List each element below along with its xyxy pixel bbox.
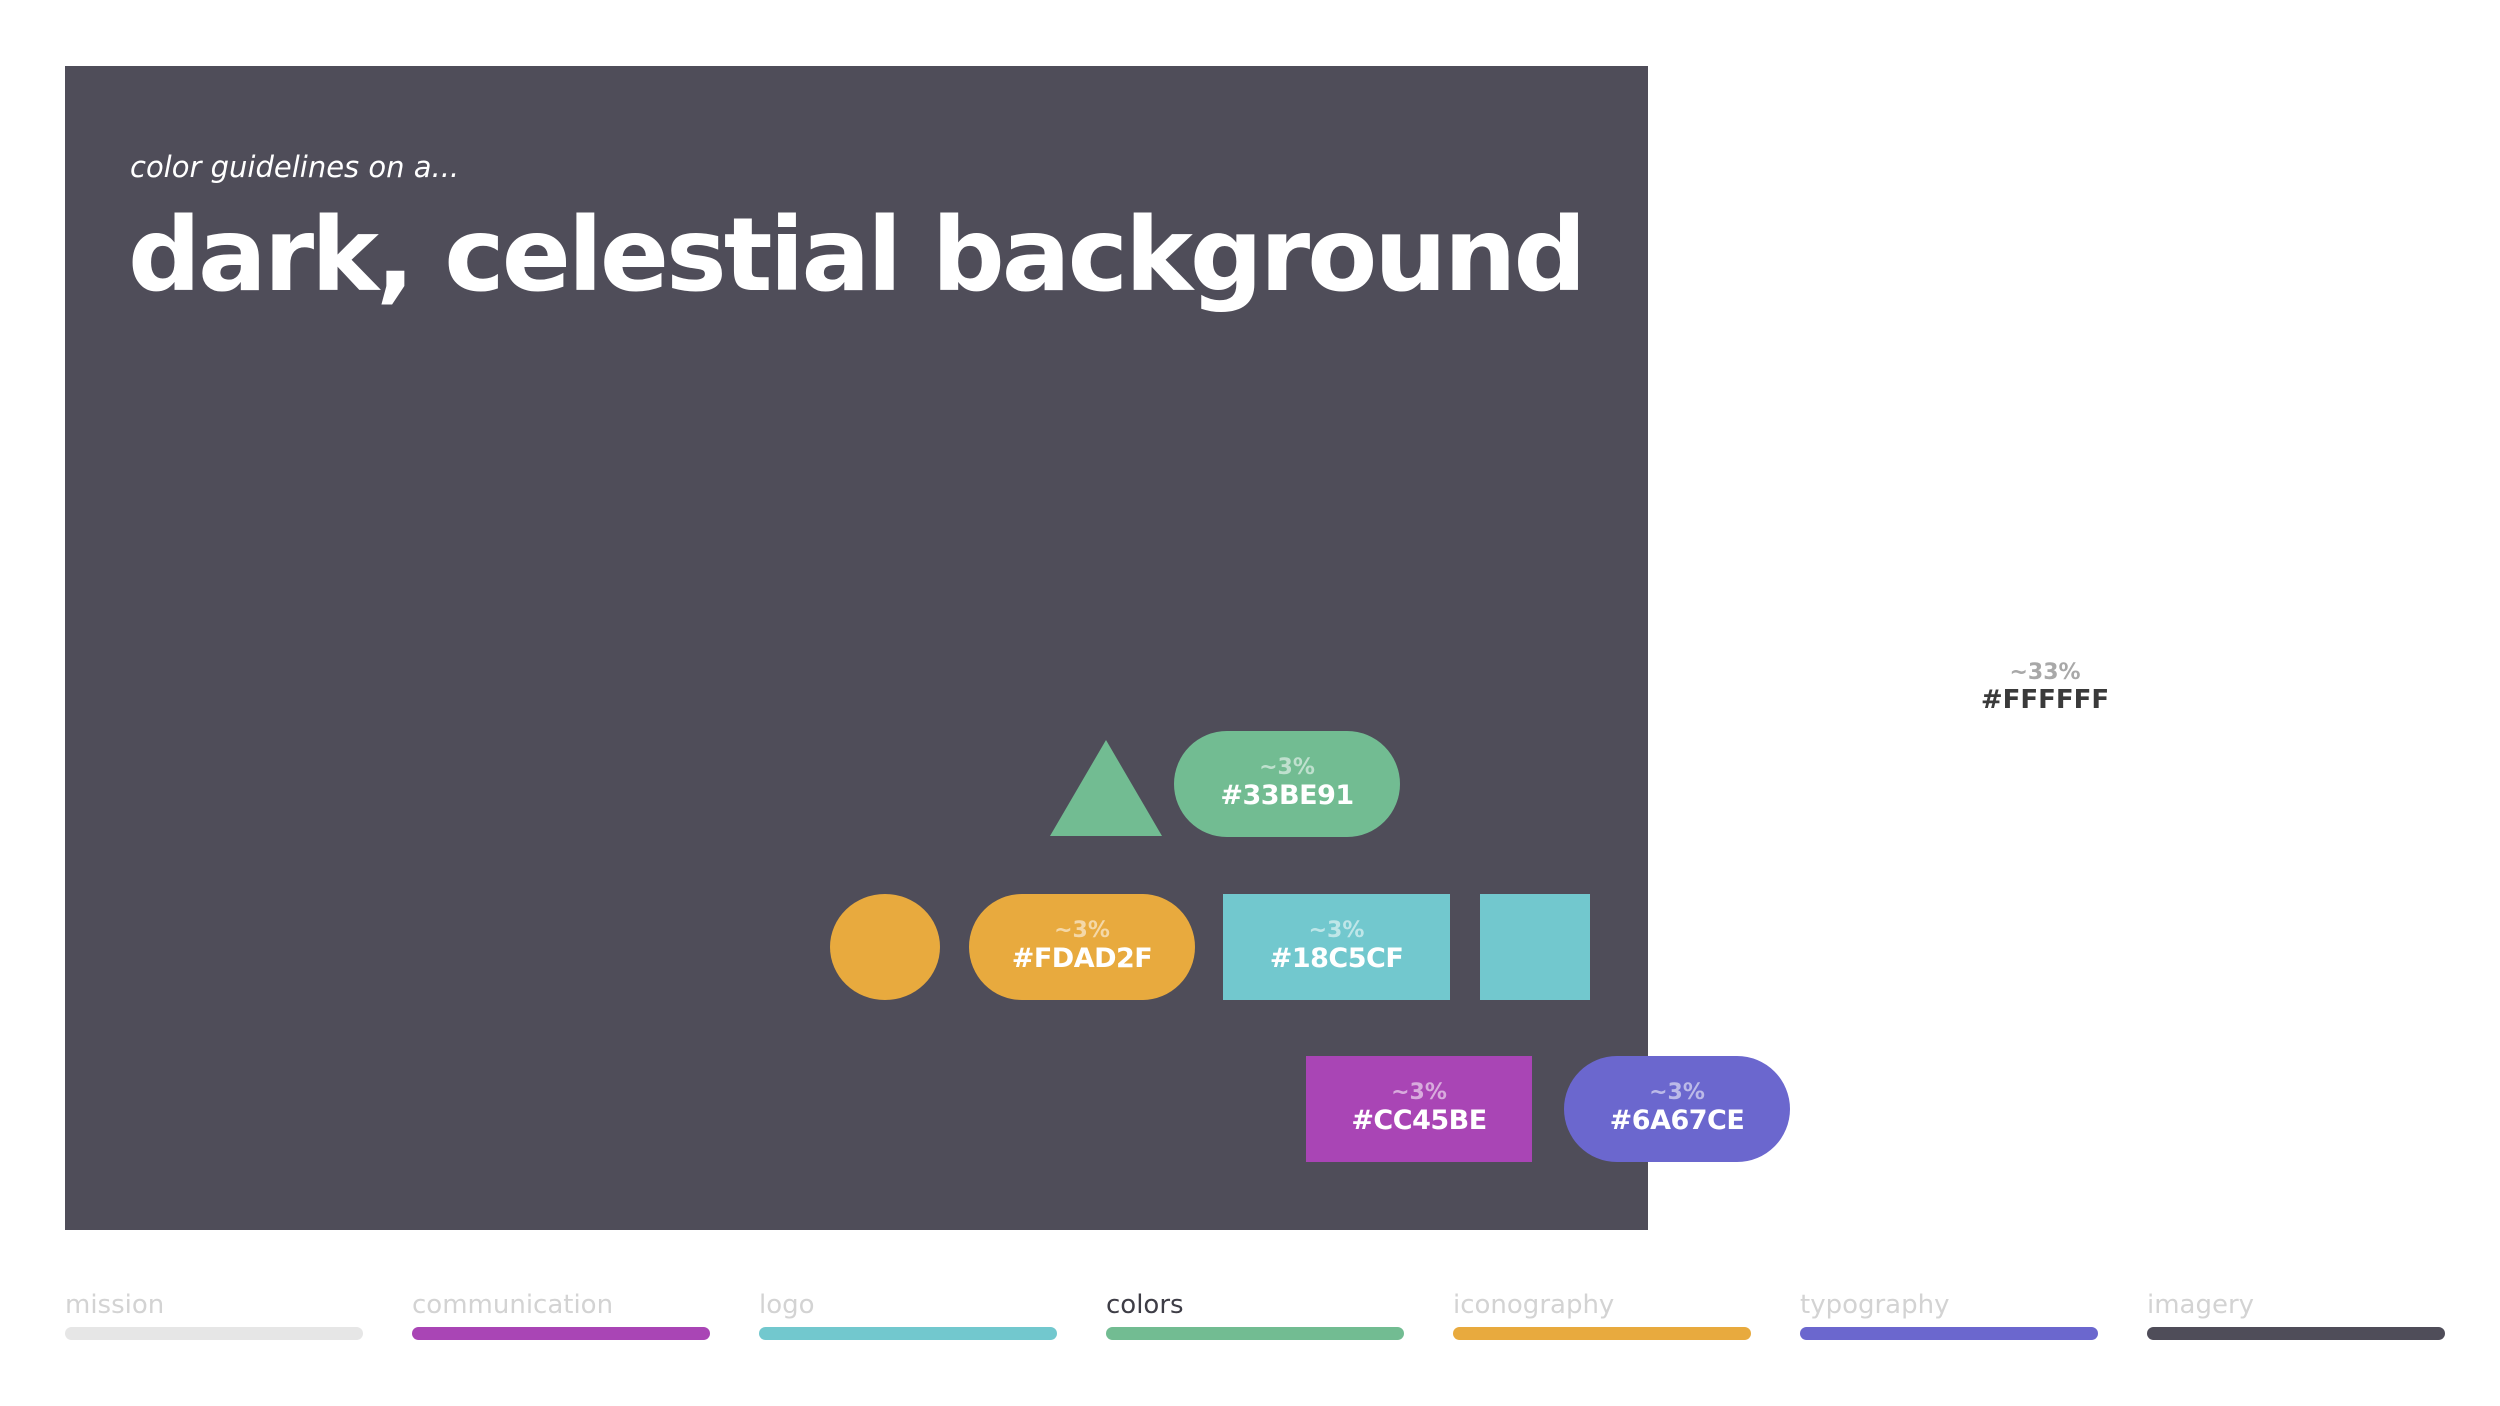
nav-item-typography[interactable]: typography bbox=[1800, 1285, 2098, 1340]
swatch-33be91: ~3% #33BE91 bbox=[1174, 731, 1400, 837]
nav-item-label: typography bbox=[1800, 1290, 1950, 1320]
nav-item-bar bbox=[2147, 1327, 2445, 1340]
page-subtitle: color guidelines on a... bbox=[130, 150, 460, 184]
nav-item-label: communication bbox=[412, 1290, 614, 1320]
nav-item-label: mission bbox=[65, 1290, 165, 1320]
nav-item-communication[interactable]: communication bbox=[412, 1285, 710, 1340]
swatch-ffffff: ~33% #FFFFFF bbox=[1930, 660, 2160, 716]
nav-item-bar bbox=[65, 1327, 363, 1340]
swatch-18c5cf: ~3% #18C5CF bbox=[1223, 894, 1450, 1000]
nav-item-bar bbox=[1106, 1327, 1404, 1340]
nav-item-bar bbox=[1453, 1327, 1751, 1340]
triangle-shape bbox=[1050, 740, 1162, 836]
nav-item-bar bbox=[412, 1327, 710, 1340]
swatch-percentage: ~33% bbox=[2009, 660, 2081, 685]
nav-item-imagery[interactable]: imagery bbox=[2147, 1285, 2445, 1340]
page-title: dark, celestial background bbox=[128, 196, 1587, 315]
swatch-percentage: ~3% bbox=[1054, 918, 1110, 944]
swatch-hex-code: #6A67CE bbox=[1609, 1105, 1745, 1137]
square-shape bbox=[1480, 894, 1590, 1000]
swatch-fdad2f: ~3% #FDAD2F bbox=[969, 894, 1195, 1000]
nav-item-bar bbox=[759, 1327, 1057, 1340]
nav-item-mission[interactable]: mission bbox=[65, 1285, 363, 1340]
nav-item-iconography[interactable]: iconography bbox=[1453, 1285, 1751, 1340]
nav-item-bar bbox=[1800, 1327, 2098, 1340]
circle-shape bbox=[830, 894, 940, 1000]
nav-item-label: colors bbox=[1106, 1290, 1184, 1320]
nav-item-label: iconography bbox=[1453, 1290, 1615, 1320]
swatch-hex-code: #33BE91 bbox=[1220, 780, 1354, 812]
nav-item-label: imagery bbox=[2147, 1290, 2255, 1320]
swatch-percentage: ~3% bbox=[1391, 1080, 1447, 1106]
swatch-6a67ce: ~3% #6A67CE bbox=[1564, 1056, 1790, 1162]
swatch-percentage: ~3% bbox=[1649, 1080, 1705, 1106]
swatch-hex-code: #18C5CF bbox=[1269, 943, 1404, 975]
nav-item-label: logo bbox=[759, 1290, 815, 1320]
section-nav: mission communication logo colors iconog… bbox=[0, 1285, 2500, 1365]
nav-item-logo[interactable]: logo bbox=[759, 1285, 1057, 1340]
swatch-hex-code: #FFFFFF bbox=[1980, 685, 2110, 716]
swatch-percentage: ~3% bbox=[1308, 918, 1365, 944]
swatch-hex-code: #CC45BE bbox=[1351, 1105, 1487, 1137]
swatch-hex-code: #FDAD2F bbox=[1011, 943, 1153, 975]
swatch-cc45be: ~3% #CC45BE bbox=[1306, 1056, 1532, 1162]
dark-background-panel bbox=[65, 66, 1648, 1230]
nav-item-colors[interactable]: colors bbox=[1106, 1285, 1404, 1340]
swatch-percentage: ~3% bbox=[1259, 755, 1315, 781]
